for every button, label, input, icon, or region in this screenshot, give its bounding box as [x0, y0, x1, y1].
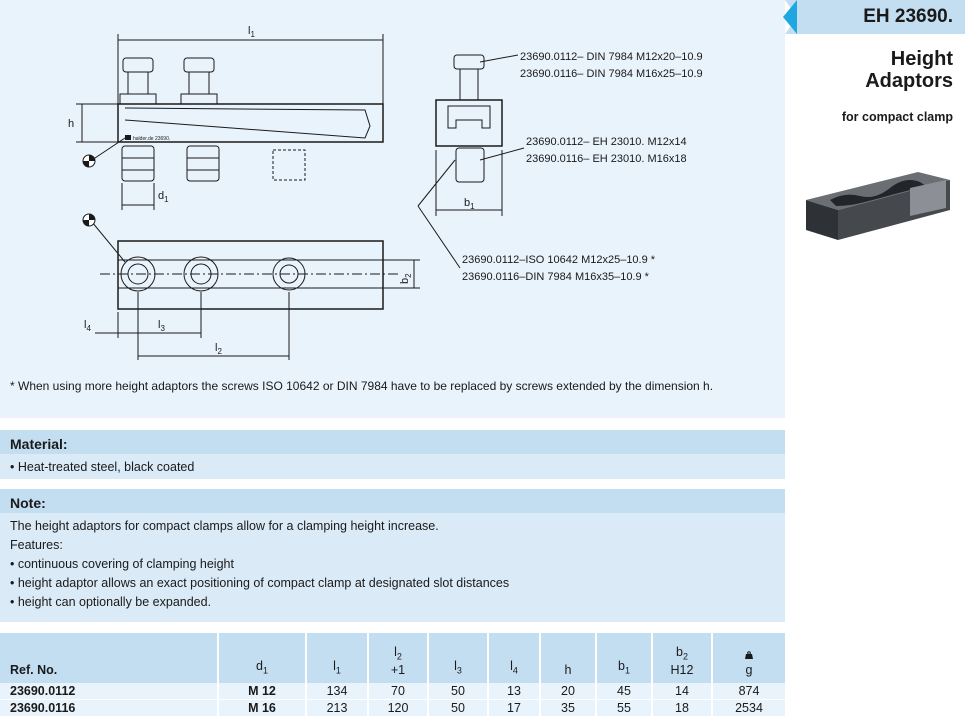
cell-b2: 14 — [651, 683, 712, 700]
note-line: Features: — [10, 538, 63, 552]
col-l2: l2+1 — [367, 633, 428, 683]
col-h: h — [539, 633, 596, 683]
note-line: • height adaptor allows an exact positio… — [10, 576, 510, 590]
dim-l1: l1 — [248, 25, 255, 39]
note-line: • continuous covering of clamping height — [10, 557, 234, 571]
cell-h: 20 — [539, 683, 596, 700]
col-b1: b1 — [595, 633, 652, 683]
weight-icon — [743, 649, 755, 663]
callout-text: 23690.0112–ISO 10642 M12x25–10.9 * — [462, 254, 656, 266]
note-heading: Note: — [0, 489, 785, 513]
datum-symbol-2 — [82, 213, 96, 227]
cell-l1: 134 — [305, 683, 368, 700]
cell-l2: 120 — [367, 699, 428, 716]
technical-drawing: halder.de 23690. l1 h d1 b1 b2 l4 l3 l2 … — [68, 25, 703, 360]
product-title: Height Adaptors — [865, 48, 953, 92]
product-code: EH 23690. — [863, 6, 953, 27]
col-ref: Ref. No. — [0, 633, 218, 683]
front-view-body — [117, 103, 384, 143]
callout-text: 23690.0116– DIN 7984 M16x25–10.9 — [520, 68, 703, 80]
datum-symbol-1 — [82, 154, 96, 168]
dim-h: h — [68, 118, 74, 130]
material-heading: Material: — [0, 430, 785, 454]
cell-l3: 50 — [427, 699, 488, 716]
cell-b1: 55 — [595, 699, 652, 716]
cell-l4: 13 — [487, 683, 540, 700]
technical-drawing-panel: halder.de 23690. l1 h d1 b1 b2 l4 l3 l2 … — [0, 0, 785, 418]
note-line: • height can optionally be expanded. — [10, 595, 212, 609]
dim-l4: l4 — [84, 319, 91, 333]
col-d1: d1 — [217, 633, 306, 683]
cell-d1: M 12 — [217, 683, 306, 700]
dim-b1: b1 — [464, 197, 475, 211]
note-section: Note: The height adaptors for compact cl… — [0, 489, 785, 622]
cell-ref: 23690.0116 — [0, 699, 218, 716]
material-item: • Heat-treated steel, black coated — [10, 460, 195, 474]
col-l4: l4 — [487, 633, 540, 683]
cell-l4: 17 — [487, 699, 540, 716]
cell-b2: 18 — [651, 699, 712, 716]
note-line: The height adaptors for compact clamps a… — [10, 519, 439, 533]
dim-b2: b2 — [399, 273, 413, 284]
product-code-tab: EH 23690. — [783, 0, 965, 34]
cell-h: 35 — [539, 699, 596, 716]
cell-b1: 45 — [595, 683, 652, 700]
cell-l1: 213 — [305, 699, 368, 716]
footnote: * When using more height adaptors the sc… — [10, 379, 714, 393]
product-subtitle: for compact clamp — [841, 110, 953, 124]
cell-l2: 70 — [367, 683, 428, 700]
plan-view-body — [117, 240, 384, 310]
cell-ref: 23690.0112 — [0, 683, 218, 700]
dim-l3: l3 — [158, 319, 165, 333]
table-row: 23690.0112 M 12 134 70 50 13 20 45 14 87… — [0, 683, 785, 700]
cell-weight: 2534 — [711, 699, 785, 716]
dim-d1: d1 — [158, 190, 169, 204]
cell-l3: 50 — [427, 683, 488, 700]
col-l3: l3 — [427, 633, 488, 683]
drawing-stamp: halder.de 23690. — [133, 136, 170, 142]
table-row: 23690.0116 M 16 213 120 50 17 35 55 18 2… — [0, 699, 785, 716]
callout-text: 23690.0116–DIN 7984 M16x35–10.9 * — [462, 271, 650, 283]
callout-text: 23690.0112– EH 23010. M12x14 — [526, 136, 687, 148]
col-l1: l1 — [305, 633, 368, 683]
col-weight: g — [711, 633, 785, 683]
side-view-body — [435, 99, 503, 147]
cell-d1: M 16 — [217, 699, 306, 716]
material-section: Material: • Heat-treated steel, black co… — [0, 430, 785, 479]
callout-text: 23690.0112– DIN 7984 M12x20–10.9 — [520, 51, 703, 63]
product-image — [800, 170, 952, 255]
dim-l2: l2 — [215, 342, 222, 356]
cell-weight: 874 — [711, 683, 785, 700]
callout-text: 23690.0116– EH 23010. M16x18 — [526, 153, 687, 165]
